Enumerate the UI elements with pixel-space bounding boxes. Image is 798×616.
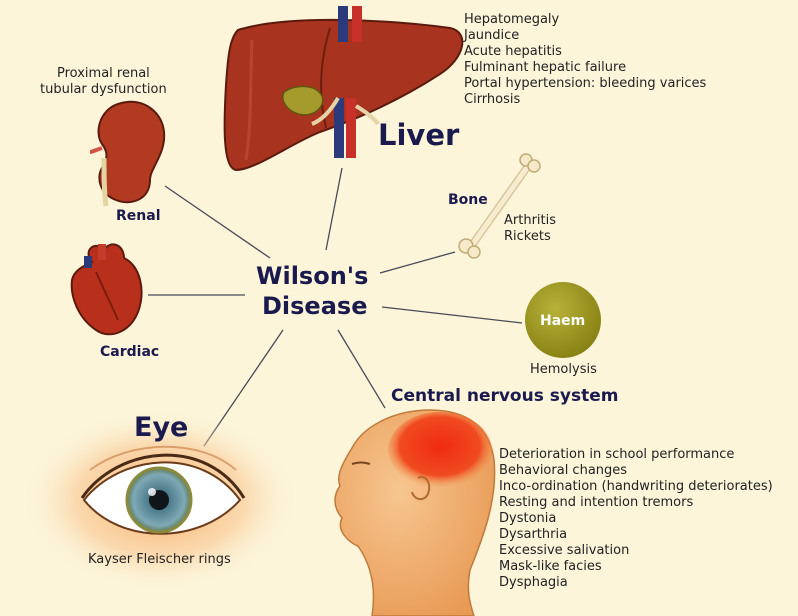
bone-symptom-list: Arthritis Rickets: [504, 213, 556, 245]
connector-lines: [148, 167, 523, 447]
liver-symptom: Portal hypertension: bleeding varices: [464, 76, 707, 91]
cns-symptom: Deterioration in school performance: [499, 447, 735, 462]
liver-symptom: Acute hepatitis: [464, 44, 562, 59]
liver-symptom-list: Hepatomegaly Jaundice Acute hepatitis Fu…: [464, 12, 706, 108]
bone-symptom: Arthritis: [504, 213, 557, 228]
line-cns: [337, 329, 386, 409]
haem-circle: [525, 282, 601, 358]
liver-symptom: Cirrhosis: [464, 92, 521, 107]
renal-note-line1: Proximal renal: [57, 66, 150, 81]
liver-symptom: Jaundice: [464, 28, 520, 43]
eye-note: Kayser Fleischer rings: [88, 552, 231, 567]
liver-title: Liver: [378, 118, 460, 152]
cns-symptom-list: Deterioration in school performance Beha…: [499, 447, 773, 591]
line-bone: [379, 251, 456, 274]
haem-label: Haem: [540, 313, 586, 329]
liver-symptom: Hepatomegaly: [464, 12, 560, 27]
bone-title: Bone: [448, 192, 488, 208]
renal-note-line2: tubular dysfunction: [40, 82, 167, 97]
eye-illustration: [20, 408, 300, 592]
cns-symptom: Excessive salivation: [499, 543, 630, 558]
cns-symptom: Inco-ordination (handwriting deteriorate…: [499, 479, 773, 494]
bone-illustration: [458, 153, 541, 259]
heart-illustration: [70, 243, 143, 336]
hemolysis-note: Hemolysis: [530, 362, 597, 377]
liver-symptom: Fulminant hepatic failure: [464, 60, 627, 75]
liver-illustration: [223, 6, 464, 172]
kidney-illustration: [89, 100, 166, 207]
cns-symptom: Dysphagia: [499, 575, 568, 590]
line-liver: [325, 167, 343, 251]
cns-title: Central nervous system: [391, 386, 619, 406]
cns-symptom: Behavioral changes: [499, 463, 628, 478]
cns-symptom: Resting and intention tremors: [499, 495, 694, 510]
cns-symptom: Mask-like facies: [499, 559, 602, 574]
center-title-line2: Disease: [262, 292, 368, 320]
bone-symptom: Rickets: [504, 229, 551, 244]
cns-symptom: Dystonia: [499, 511, 557, 526]
center-title-line1: Wilson's: [256, 262, 369, 290]
eye-title: Eye: [134, 412, 189, 443]
line-renal: [164, 185, 271, 259]
cns-symptom: Dysarthria: [499, 527, 568, 542]
line-haem: [381, 306, 523, 324]
cardiac-title: Cardiac: [100, 344, 160, 360]
renal-title: Renal: [116, 208, 161, 224]
head-illustration: [334, 409, 496, 616]
